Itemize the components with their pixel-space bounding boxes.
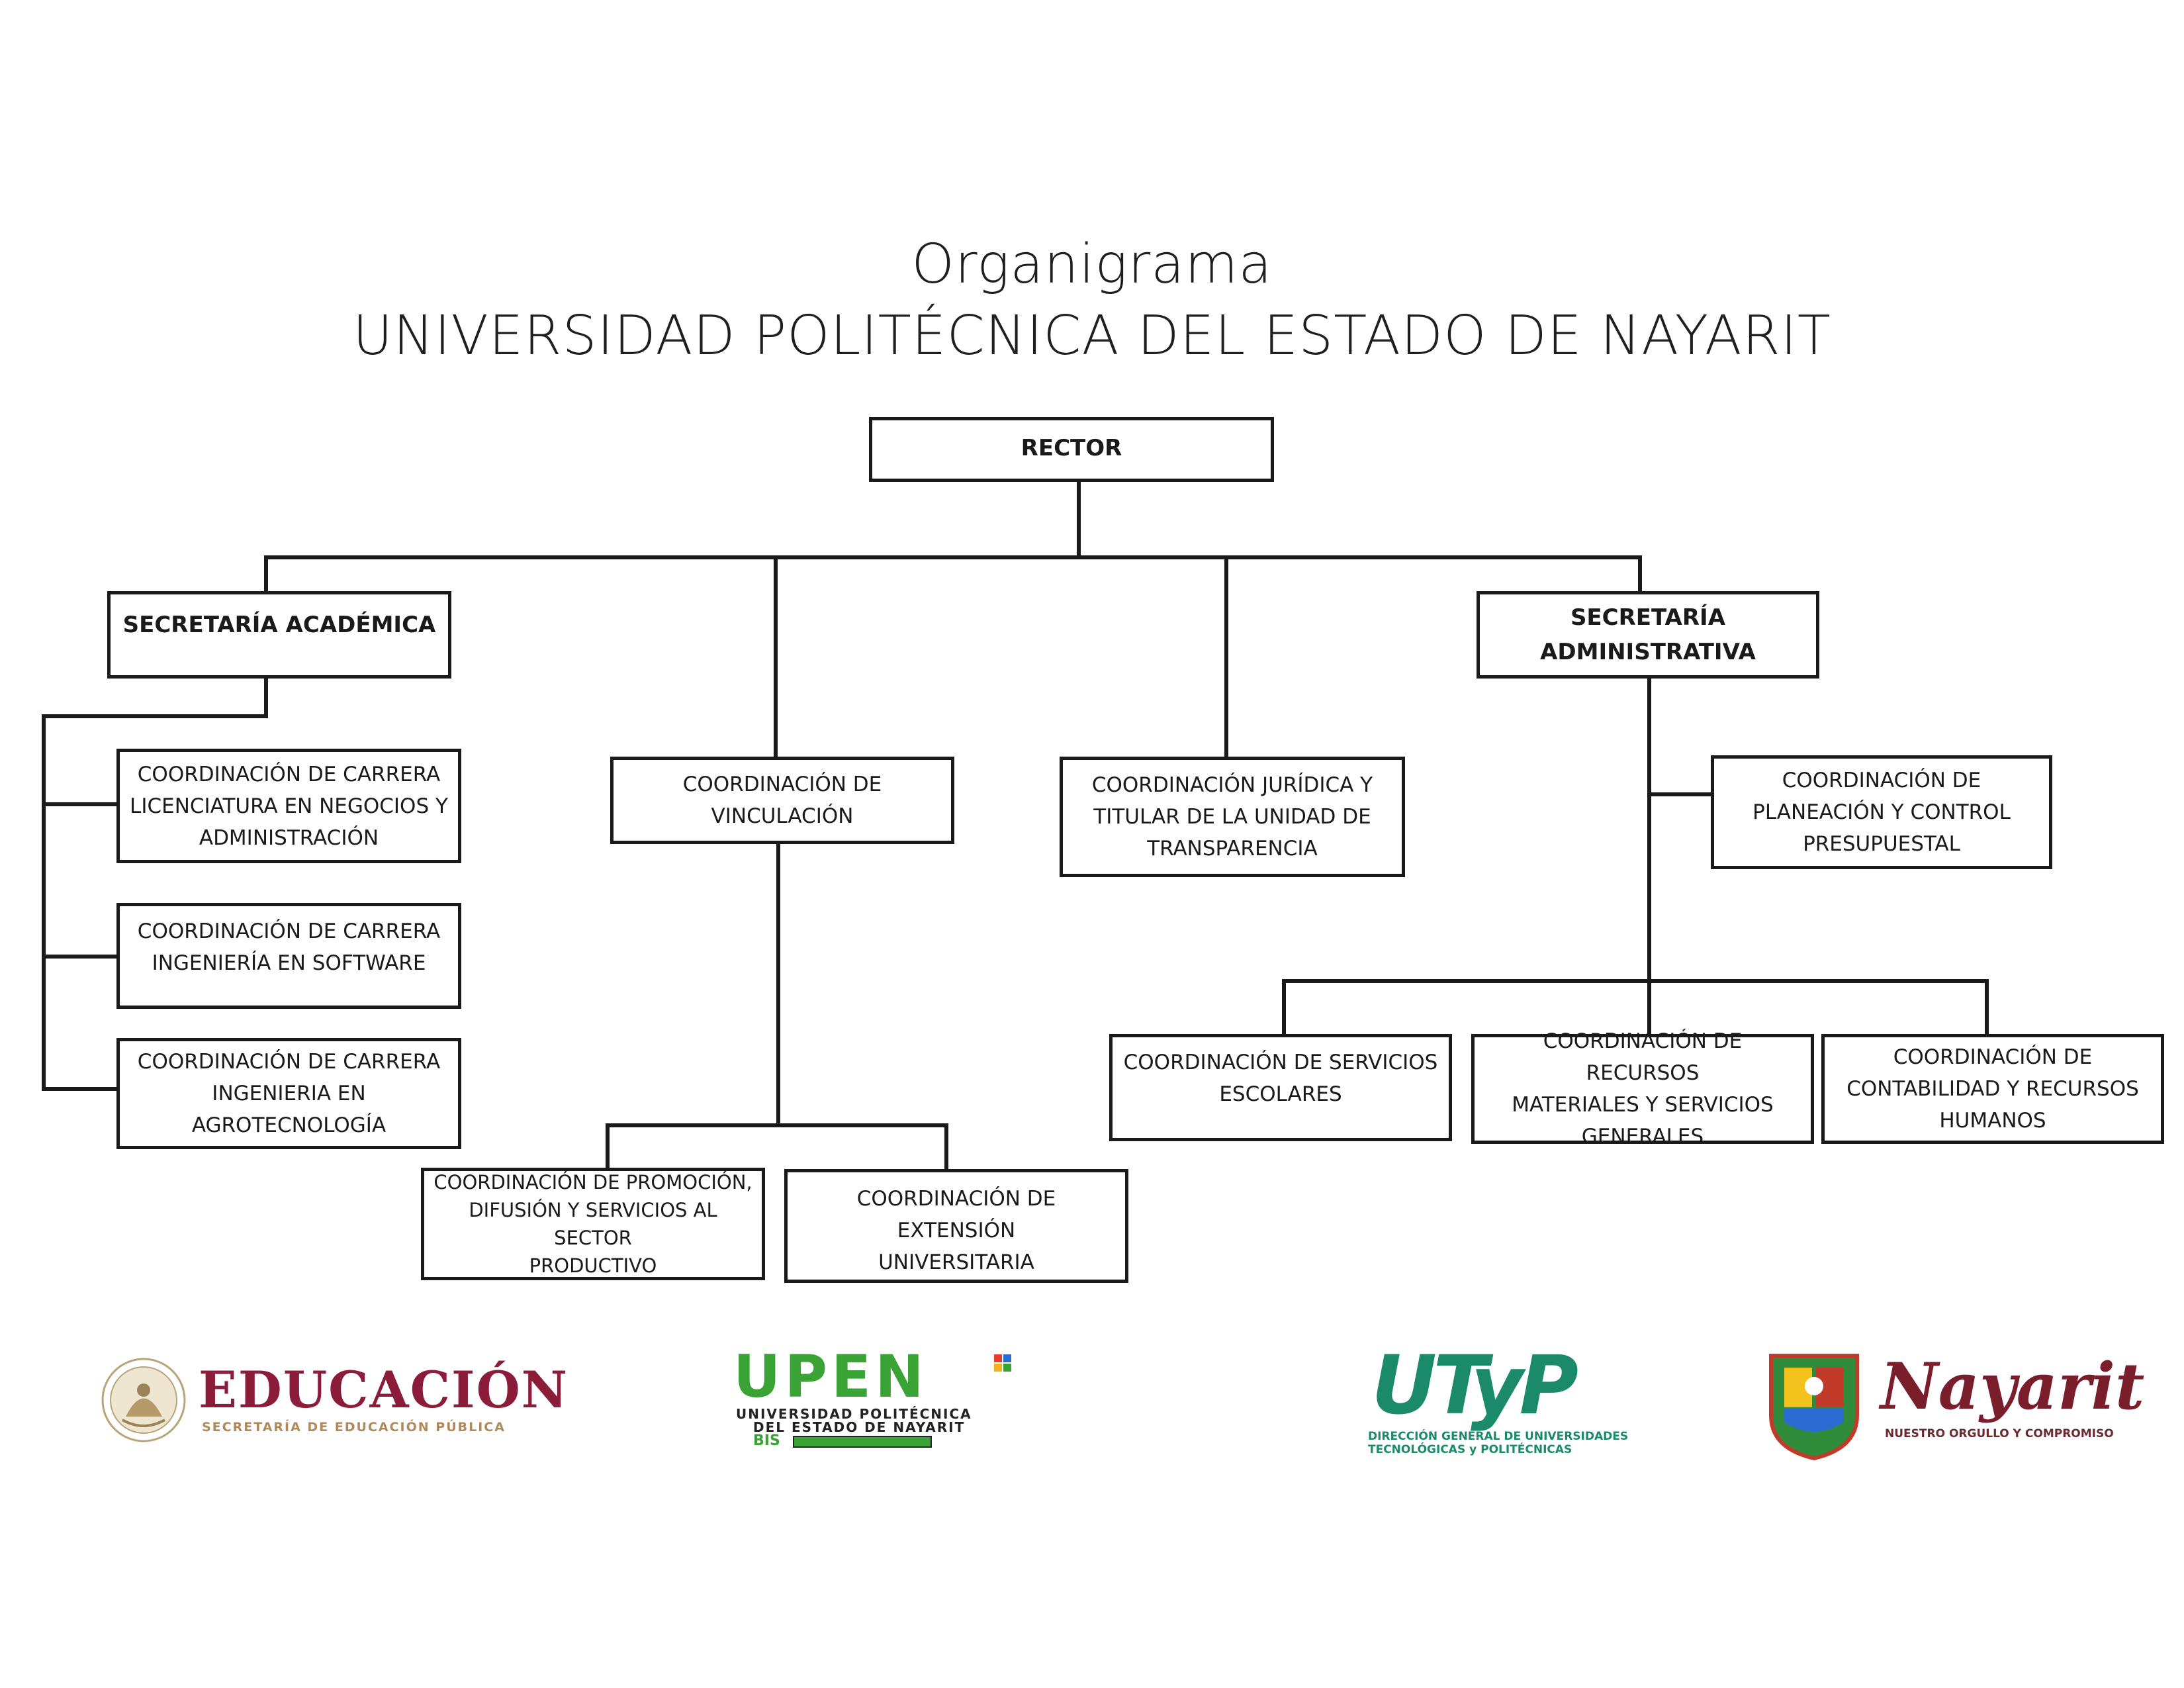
upen-logo: UPEN UNIVERSIDAD POLITÉCNICA DEL ESTADO …: [733, 1342, 1011, 1449]
upen-logo-sub2: DEL ESTADO DE NAYARIT: [753, 1419, 966, 1435]
upen-logo-title: UPEN: [733, 1342, 928, 1411]
coordinacion-software-box: COORDINACIÓN DE CARRERA INGENIERÍA EN SO…: [116, 903, 461, 1009]
utp-logo-sub1: DIRECCIÓN GENERAL DE UNIVERSIDADES: [1368, 1430, 1629, 1443]
sep-logo-subtitle: SECRETARÍA DE EDUCACIÓN PÚBLICA: [202, 1420, 506, 1434]
upen-logo-sub1: UNIVERSIDAD POLITÉCNICA: [736, 1406, 972, 1422]
coordinacion-agrotecnologia-box: COORDINACIÓN DE CARRERA INGENIERIA EN AG…: [116, 1038, 461, 1149]
secretaria-administrativa-box: SECRETARÍA ADMINISTRATIVA: [1477, 591, 1819, 679]
utp-logo-sub2: TECNOLÓGICAS y POLITÉCNICAS: [1368, 1443, 1572, 1456]
coordinacion-recursos-materiales-box: COORDINACIÓN DE RECURSOS MATERIALES Y SE…: [1471, 1029, 1814, 1149]
nayarit-logo-subtitle: NUESTRO ORGULLO Y COMPROMISO: [1885, 1427, 2114, 1440]
coordinacion-servicios-escolares-box: COORDINACIÓN DE SERVICIOS ESCOLARES: [1109, 1034, 1452, 1141]
utp-logo-title: UTyP: [1371, 1338, 1578, 1432]
coordinacion-planeacion-box: COORDINACIÓN DE PLANEACIÓN Y CONTROL PRE…: [1711, 755, 2052, 869]
upen-star-icon: [994, 1354, 1011, 1372]
sep-logo-title: EDUCACIÓN: [199, 1360, 569, 1419]
rector-box: RECTOR: [869, 417, 1274, 482]
nayarit-shield-icon: [1769, 1354, 1859, 1461]
coordinacion-vinculacion-box: COORDINACIÓN DE VINCULACIÓN: [610, 757, 954, 844]
university-name: UNIVERSIDAD POLITÉCNICA DEL ESTADO DE NA…: [353, 305, 1831, 367]
nayarit-logo-title: Nayarit: [1880, 1349, 2145, 1424]
coordinacion-juridica-box: COORDINACIÓN JURÍDICA Y TITULAR DE LA UN…: [1060, 757, 1405, 877]
coordinacion-extension-box: COORDINACIÓN DE EXTENSIÓN UNIVERSITARIA: [784, 1169, 1128, 1283]
upen-logo-bar: [793, 1436, 932, 1448]
chart-title: Organigrama: [911, 233, 1273, 296]
coordinacion-contabilidad-box: COORDINACIÓN DE CONTABILIDAD Y RECURSOS …: [1821, 1034, 2164, 1144]
sep-logo: EDUCACIÓN SECRETARÍA DE EDUCACIÓN PÚBLIC…: [96, 1354, 567, 1446]
nayarit-logo: Nayarit NUESTRO ORGULLO Y COMPROMISO: [1758, 1342, 2144, 1462]
mexico-seal-icon: [101, 1358, 186, 1442]
secretaria-academica-box: SECRETARÍA ACADÉMICA: [107, 591, 451, 679]
utp-logo: UTyP DIRECCIÓN GENERAL DE UNIVERSIDADES …: [1365, 1338, 1628, 1463]
coordinacion-promocion-box: COORDINACIÓN DE PROMOCIÓN, DIFUSIÓN Y SE…: [421, 1168, 765, 1280]
coordinacion-negocios-box: COORDINACIÓN DE CARRERA LICENCIATURA EN …: [116, 749, 461, 863]
upen-logo-sub3: BIS: [753, 1432, 780, 1449]
